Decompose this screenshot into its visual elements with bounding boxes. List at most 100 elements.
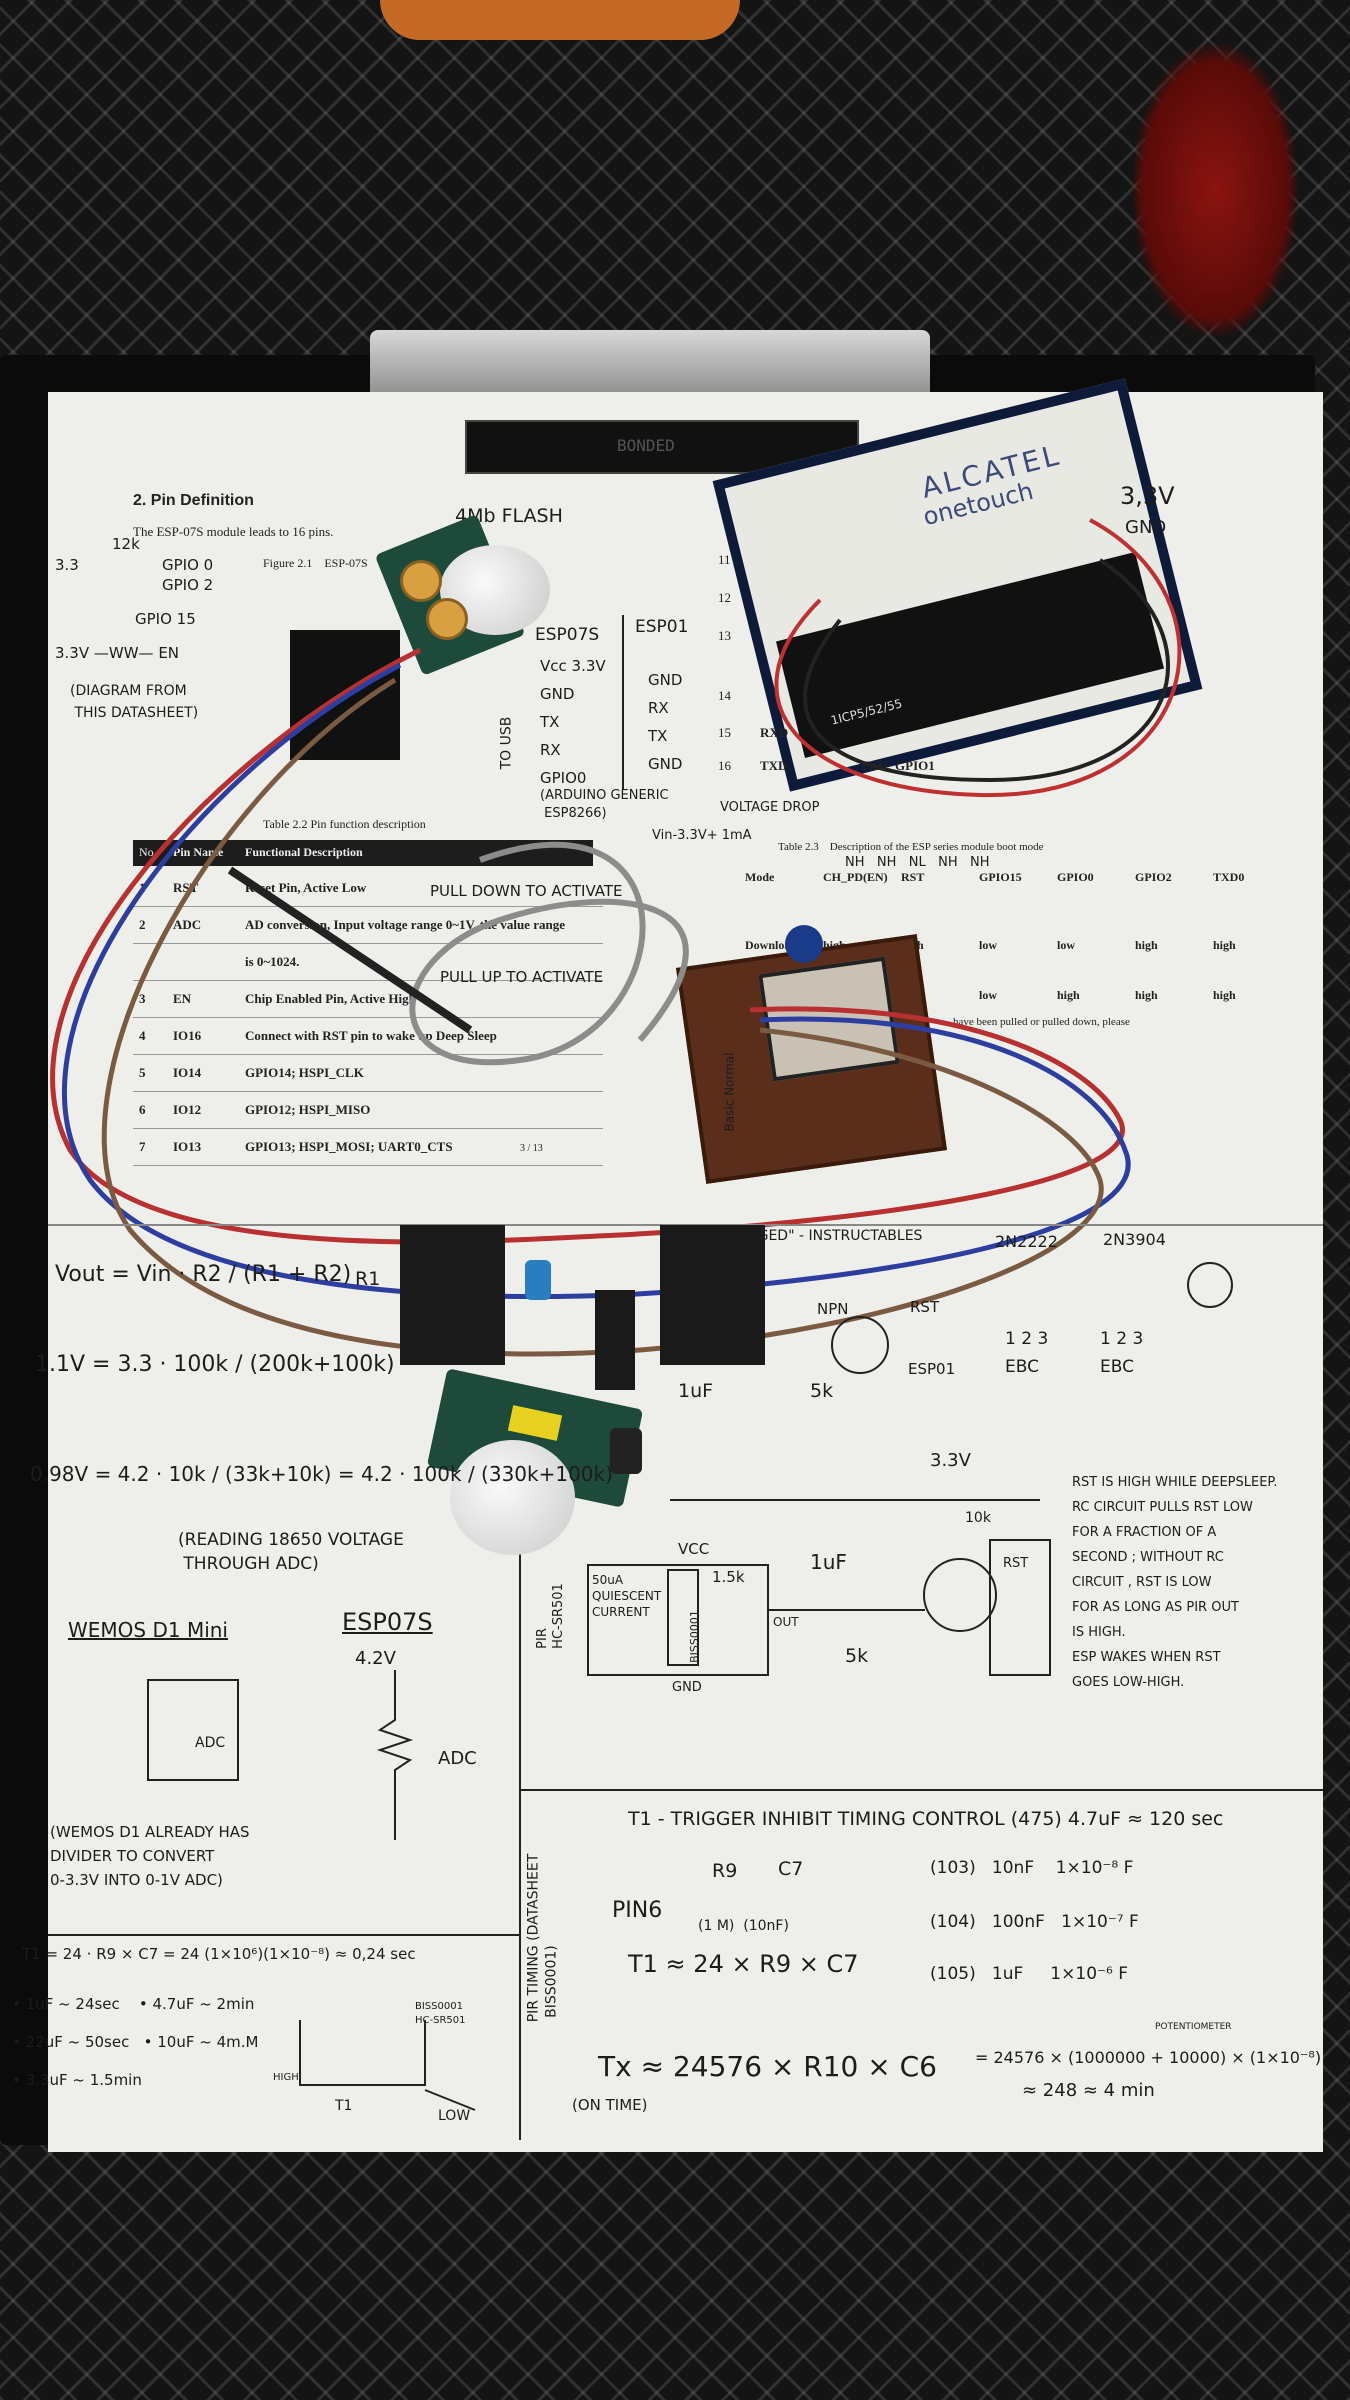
battery-red-wire <box>774 518 1182 798</box>
wemos-box <box>147 1679 239 1781</box>
header-right <box>660 1225 765 1365</box>
adc-label-wemos: ADC <box>195 1735 226 1751</box>
boot-cell: high <box>1213 988 1236 1002</box>
boot-cell: high <box>1213 938 1236 952</box>
table23-title: Table 2.3 Description of the ESP series … <box>778 841 1044 853</box>
row16-label: TXD <box>760 758 788 773</box>
pin-row-name: IO13 <box>173 1139 202 1154</box>
table-title: Table 2.2 Pin function description <box>263 817 426 831</box>
rst-label-2: RST <box>1003 1556 1029 1571</box>
res-5k-2: 5k <box>845 1645 869 1667</box>
pin-table-row: 5 IO14 GPIO14; HSPI_CLK <box>133 1055 603 1092</box>
nh-cols: NH NH NL NH NH <box>845 855 990 870</box>
voltage-drop: VOLTAGE DROP <box>720 800 820 815</box>
esp07s-divider <box>376 1670 414 1840</box>
reading-note: (READING 18650 VOLTAGE THROUGH ADC) <box>178 1530 404 1574</box>
en-row: 3.3V —WW— EN <box>55 644 180 662</box>
adc-label: ADC <box>438 1748 477 1769</box>
row16-no: 16 <box>718 758 731 773</box>
rst-pull-note: PULL DOWN TO ACTIVATE <box>430 882 623 900</box>
table-header-desc: Functional Description <box>245 845 363 859</box>
pin-row-name: EN <box>173 991 192 1006</box>
en-pull-note: PULL UP TO ACTIVATE <box>440 968 604 986</box>
transistor-circle-3 <box>1187 1262 1233 1308</box>
boot-cell: low <box>979 988 997 1002</box>
flash-marking: BONDED <box>617 436 675 455</box>
page-footer: 3 / 13 <box>520 1143 543 1154</box>
boot-cell: Mode <box>745 870 775 884</box>
cap-104: (104) 100nF 1×10⁻⁷ F <box>930 1912 1139 1932</box>
pin-map-right: GND RX TX GND <box>648 671 683 773</box>
cap-103: (103) 10nF 1×10⁻⁸ F <box>930 1858 1134 1878</box>
rst-note: RST IS HIGH WHILE DEEPSLEEP. RC CIRCUIT … <box>1072 1475 1278 1690</box>
formula-1-1v: 1.1V = 3.3 · 100k / (200k+100k) <box>35 1352 395 1377</box>
npn-label: NPN <box>817 1300 849 1318</box>
pir-cap-large <box>610 1428 642 1474</box>
pir-hc-label: PIR HC-SR501 <box>534 1583 566 1649</box>
boot-cell: high <box>1135 938 1158 952</box>
pir-pot-2 <box>426 598 468 640</box>
gpio15-label: GPIO 15 <box>135 610 196 628</box>
cap-list: • 1uF ~ 24sec • 4.7uF ~ 2min • 22uF ~ 50… <box>12 1995 259 2089</box>
bs-chip: BISS0001 <box>687 1610 701 1663</box>
boot-cell: Download <box>745 938 798 952</box>
res-3v3: 3.3 <box>55 556 79 574</box>
pin-map-left: Vcc 3.3V GND TX RX GPIO0 <box>540 657 606 787</box>
section-title: 2. Pin Definition <box>133 492 254 509</box>
pir-label: PIR <box>609 1321 626 1345</box>
boot-cell: GPIO0 <box>1057 870 1094 884</box>
boot-cell: CH_PD(EN) <box>823 870 888 884</box>
module-intro: The ESP-07S module leads to 16 pins. <box>133 524 334 539</box>
transistor-circle-2 <box>923 1558 997 1632</box>
high-label: HIGH <box>273 2072 299 2083</box>
c7-label: C7 <box>778 1858 804 1880</box>
row11-no: 11 <box>718 552 731 567</box>
cap-105: (105) 1uF 1×10⁻⁶ F <box>930 1964 1128 1984</box>
black-cable <box>227 866 473 1034</box>
boot-cell: low <box>979 938 997 952</box>
t1-title: T1 - TRIGGER INHIBIT TIMING CONTROL (475… <box>628 1808 1224 1830</box>
wemos-title: WEMOS D1 Mini <box>68 1618 228 1642</box>
gpio2-label: GPIO 2 <box>162 576 214 594</box>
boot-cell: GPIO15 <box>979 870 1022 884</box>
pir-pot-1 <box>400 560 442 602</box>
pin-row-no: 5 <box>139 1065 146 1080</box>
q-2n3904: 2N3904 <box>1103 1230 1166 1249</box>
pin-row-name: IO14 <box>173 1065 202 1080</box>
pin-row-desc: Reset Pin, Active Low <box>245 880 367 895</box>
res-1-5k: 1.5k <box>712 1568 745 1586</box>
tx-calc: = 24576 × (1000000 + 10000) × (1×10⁻⁸) <box>975 2048 1322 2067</box>
esp07s-title: ESP07S <box>342 1608 433 1636</box>
pir-box <box>587 1564 769 1676</box>
pin-row-no: 3 <box>139 991 146 1006</box>
blue-wire <box>61 662 1131 1300</box>
out-label: OUT <box>773 1615 799 1629</box>
esp01-label: ESP01 <box>908 1360 956 1378</box>
esp07s-col-header: ESP07S <box>535 625 600 645</box>
row15-label: RXD <box>760 725 789 740</box>
pin-row-name: IO12 <box>173 1102 202 1117</box>
pin-row-desc: GPIO14; HSPI_CLK <box>245 1065 364 1080</box>
orange-cloth <box>380 0 740 40</box>
pin6-label: PIN6 <box>612 1898 663 1923</box>
pin-row-no: 6 <box>139 1102 146 1117</box>
gpio0-label: GPIO 0 <box>162 556 214 574</box>
pir-bodged: "BODGED" - INSTRUCTABLES <box>720 1228 923 1244</box>
pin-row-name: ADC <box>173 917 202 932</box>
pin-row-desc: Chip Enabled Pin, Active High <box>245 991 416 1006</box>
formula-vout: Vout = Vin · R2 / (R1 + R2) <box>55 1262 352 1287</box>
pin-table-row: 3 EN Chip Enabled Pin, Active High <box>133 981 603 1018</box>
esp-capacitor <box>785 925 823 963</box>
transistor-circle <box>831 1316 889 1374</box>
potentiometer: POTENTIOMETER <box>1155 2022 1232 2032</box>
ebc-2: 1 2 3 EBC <box>1100 1329 1144 1377</box>
boot-cell: TXD0 <box>1213 870 1245 884</box>
tx-result: ≈ 248 ≈ 4 min <box>1022 2080 1155 2101</box>
boot-cell: high <box>1057 988 1080 1002</box>
formula-0-98v: 0.98V = 4.2 · 10k / (33k+10k) = 4.2 · 10… <box>30 1462 613 1486</box>
r1-label: R1 <box>355 1268 381 1290</box>
red-wire <box>50 647 1125 1245</box>
